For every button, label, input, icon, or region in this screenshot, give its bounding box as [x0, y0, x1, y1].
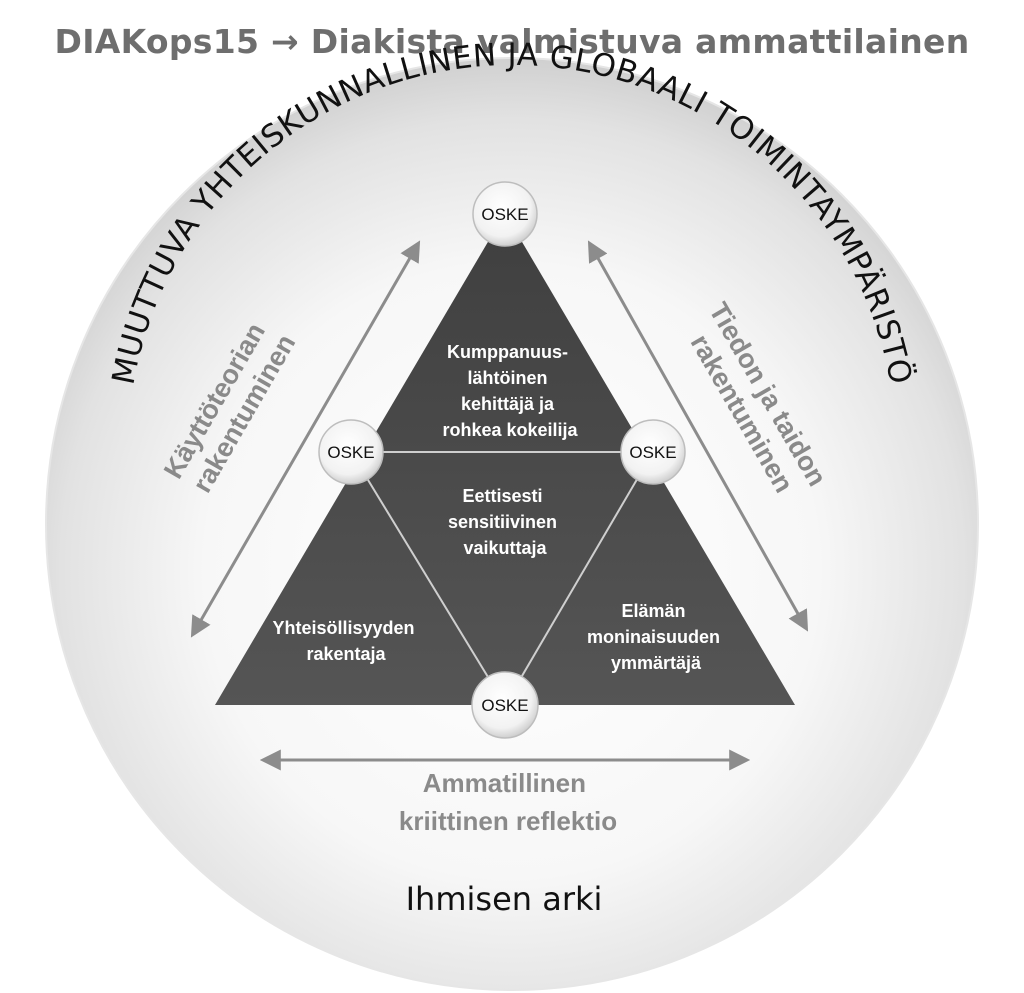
oske-node-left: OSKE — [318, 419, 384, 485]
base-label: Ihmisen arki — [406, 880, 603, 918]
oske-node-right: OSKE — [620, 419, 686, 485]
svg-text:OSKE: OSKE — [481, 205, 528, 224]
bottom-axis-label: Ammatillinen kriittinen reflektio — [399, 768, 617, 836]
top-segment-label: Kumppanuus- lähtöinen kehittäjä ja rohke… — [442, 342, 578, 440]
page-title: DIAKops15 → Diakista valmistuva ammattil… — [54, 22, 970, 61]
center-segment-label: Eettisesti sensitiivinen vaikuttaja — [448, 486, 562, 558]
svg-text:OSKE: OSKE — [629, 443, 676, 462]
oske-node-bottom: OSKE — [471, 671, 539, 739]
svg-text:OSKE: OSKE — [481, 696, 528, 715]
oske-node-top: OSKE — [472, 181, 538, 247]
right-arrow — [587, 240, 809, 632]
svg-text:OSKE: OSKE — [327, 443, 374, 462]
left-arrow — [190, 240, 421, 638]
